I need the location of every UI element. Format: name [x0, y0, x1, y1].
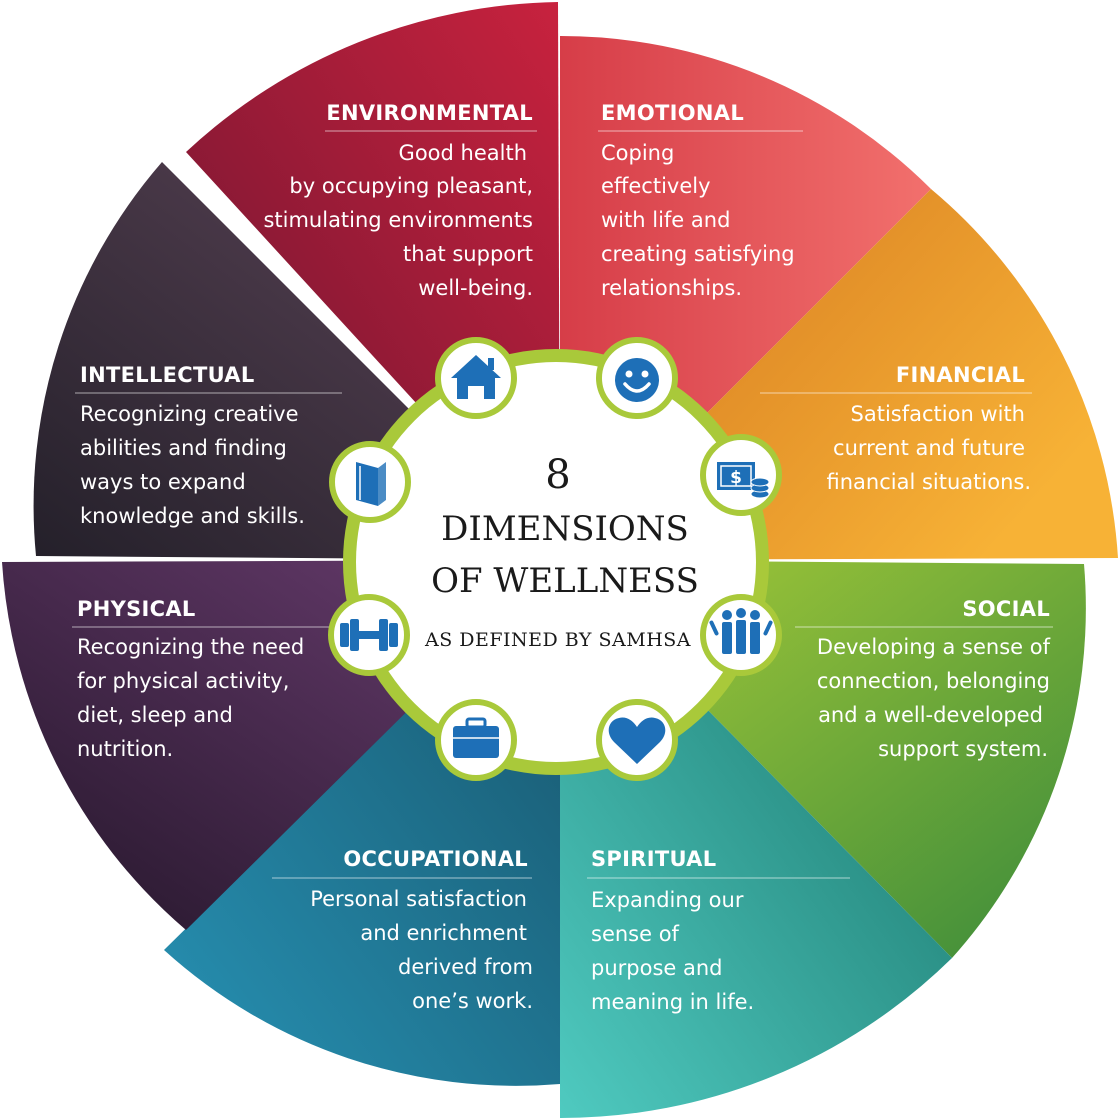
desc-line: financial situations. — [826, 470, 1031, 494]
desc-line: well-being. — [418, 276, 533, 300]
desc-line: Expanding our — [591, 888, 744, 912]
desc-line: diet, sleep and — [77, 703, 233, 727]
briefcase-icon — [453, 717, 499, 758]
desc-line: ways to expand — [80, 470, 246, 494]
desc-line: Recognizing the need — [77, 635, 304, 659]
desc-line: for physical activity, — [77, 669, 289, 693]
label-intellectual: INTELLECTUAL Recognizing creative abilit… — [75, 363, 342, 528]
desc-line: stimulating environments — [263, 208, 533, 232]
title-environmental: ENVIRONMENTAL — [326, 101, 533, 125]
money-icon: $ — [717, 462, 770, 499]
title-emotional: EMOTIONAL — [601, 101, 744, 125]
desc-line: Recognizing creative — [80, 402, 299, 426]
label-environmental: ENVIRONMENTAL Good health by occupying p… — [263, 101, 537, 300]
label-occupational: OCCUPATIONAL Personal satisfaction and e… — [272, 847, 533, 1013]
desc-line: Good health — [399, 141, 527, 165]
center-subtitle: AS DEFINED BY SAMHSA — [424, 629, 691, 651]
label-spiritual: SPIRITUAL Expanding our sense of purpose… — [587, 847, 850, 1014]
desc-line: derived from — [398, 955, 533, 979]
label-social: SOCIAL Developing a sense of connection,… — [795, 597, 1053, 761]
desc-line: relationships. — [601, 276, 742, 300]
desc-line: effectively — [601, 174, 711, 198]
badge-social[interactable] — [700, 594, 782, 676]
house-icon — [451, 355, 501, 399]
desc-line: Developing a sense of — [817, 635, 1051, 659]
book-icon — [356, 462, 386, 506]
desc-line: Satisfaction with — [851, 402, 1025, 426]
desc-line: abilities and finding — [80, 436, 287, 460]
center-title-line1: DIMENSIONS — [441, 509, 689, 549]
title-financial: FINANCIAL — [896, 363, 1025, 387]
desc-line: nutrition. — [77, 737, 173, 761]
badge-intellectual[interactable] — [329, 441, 411, 523]
desc-line: support system. — [878, 737, 1048, 761]
svg-text:$: $ — [730, 468, 742, 488]
desc-line: meaning in life. — [591, 990, 754, 1014]
desc-line: Coping — [601, 141, 674, 165]
desc-line: connection, belonging — [817, 669, 1050, 693]
people-group-icon — [709, 608, 773, 654]
dumbbell-icon — [340, 619, 398, 651]
desc-line: knowledge and skills. — [80, 504, 305, 528]
title-occupational: OCCUPATIONAL — [343, 847, 528, 871]
center-disc — [356, 362, 756, 762]
badge-spiritual[interactable] — [596, 699, 678, 781]
title-spiritual: SPIRITUAL — [591, 847, 716, 871]
desc-line: by occupying pleasant, — [289, 174, 533, 198]
center-number: 8 — [545, 452, 570, 498]
badge-environmental[interactable] — [435, 337, 517, 419]
desc-line: one’s work. — [412, 989, 533, 1013]
desc-line: that support — [403, 242, 533, 266]
desc-line: and a well-developed — [818, 703, 1043, 727]
center-title-block: 8 DIMENSIONS OF WELLNESS AS DEFINED BY S… — [424, 452, 699, 651]
center-title-line2: OF WELLNESS — [431, 561, 699, 601]
badge-financial[interactable]: $ — [700, 434, 782, 516]
label-financial: FINANCIAL Satisfaction with current and … — [760, 363, 1032, 494]
desc-line: Personal satisfaction — [310, 887, 527, 911]
badge-occupational[interactable] — [435, 699, 517, 781]
desc-line: current and future — [833, 436, 1025, 460]
desc-line: and enrichment — [360, 921, 527, 945]
title-social: SOCIAL — [962, 597, 1050, 621]
badge-emotional[interactable] — [596, 337, 678, 419]
badge-physical[interactable] — [328, 594, 410, 676]
label-physical: PHYSICAL Recognizing the need for physic… — [72, 597, 330, 761]
title-intellectual: INTELLECTUAL — [80, 363, 255, 387]
heart-icon — [608, 717, 666, 764]
desc-line: creating satisfying — [601, 242, 795, 266]
desc-line: with life and — [601, 208, 730, 232]
smiley-face-icon — [615, 358, 659, 402]
desc-line: purpose and — [591, 956, 723, 980]
desc-line: sense of — [591, 922, 680, 946]
title-physical: PHYSICAL — [77, 597, 196, 621]
label-emotional: EMOTIONAL Coping effectively with life a… — [598, 101, 803, 300]
